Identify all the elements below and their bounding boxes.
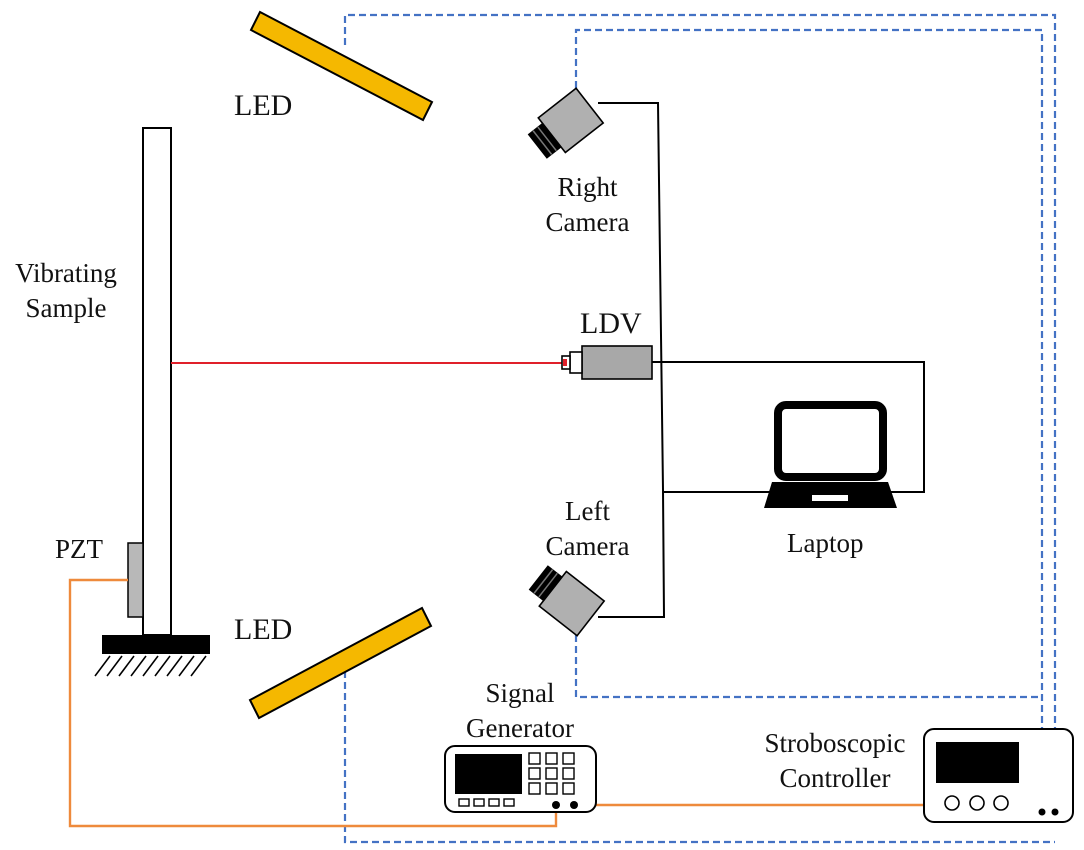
vibrating-sample-label-line2: Sample (25, 293, 107, 323)
right-camera-label: Right Camera (530, 170, 645, 240)
led-bottom (248, 606, 433, 720)
stroboscopic-controller-device (923, 728, 1074, 823)
left-camera-label: Left Camera (530, 494, 645, 564)
laptop-label: Laptop (787, 528, 864, 558)
strobe-trigger-outer-return (343, 660, 1055, 844)
led-top (249, 10, 434, 122)
left-camera (528, 565, 606, 637)
led-bottom-label: LED (234, 613, 293, 646)
camera-trigger-line-right (574, 28, 1044, 812)
left-camera-cable (598, 489, 666, 618)
trigger-lines (343, 13, 1057, 844)
left-camera-label-line2: Camera (545, 531, 630, 561)
signal-out-port-2 (570, 801, 578, 809)
left-camera-label-line1: Left (565, 496, 610, 526)
right-camera-label-line1: Right (557, 172, 618, 202)
camera-trigger-line-left (574, 635, 1042, 699)
ground-hatching (94, 655, 207, 677)
stroboscopic-controller-label: Stroboscopic Controller (745, 726, 925, 796)
laptop-device (764, 401, 897, 508)
vibrating-sample-label: Vibrating Sample (2, 256, 130, 326)
stroboscopic-controller-label-line1: Stroboscopic (764, 728, 906, 758)
sample-base (102, 635, 210, 654)
signal-generator-device (444, 745, 597, 813)
stroboscopic-controller-label-line2: Controller (779, 763, 891, 793)
strobe-port-2 (1051, 808, 1059, 816)
strobe-port-1 (1038, 808, 1046, 816)
data-cables (598, 102, 925, 618)
sync-cable (574, 803, 942, 807)
ldv-label: LDV (580, 307, 642, 340)
ldv-to-laptop-cable (652, 361, 925, 493)
vibrating-sample-beam (142, 127, 172, 636)
pzt-drive-cable (68, 578, 558, 828)
signal-out-port-1 (552, 801, 560, 809)
right-camera (527, 87, 605, 159)
signal-generator-label: Signal Generator (450, 676, 590, 746)
signal-generator-label-line2: Generator (466, 713, 574, 743)
right-camera-label-line2: Camera (545, 207, 630, 237)
ldv-device (561, 345, 653, 380)
pzt-label: PZT (55, 534, 104, 564)
led-top-label: LED (234, 89, 293, 122)
vibrating-sample-label-line1: Vibrating (15, 258, 117, 288)
strobe-trigger-outer-line (343, 13, 1057, 820)
signal-generator-label-line1: Signal (485, 678, 555, 708)
pzt-actuator (127, 542, 144, 618)
right-camera-cable (598, 102, 664, 491)
